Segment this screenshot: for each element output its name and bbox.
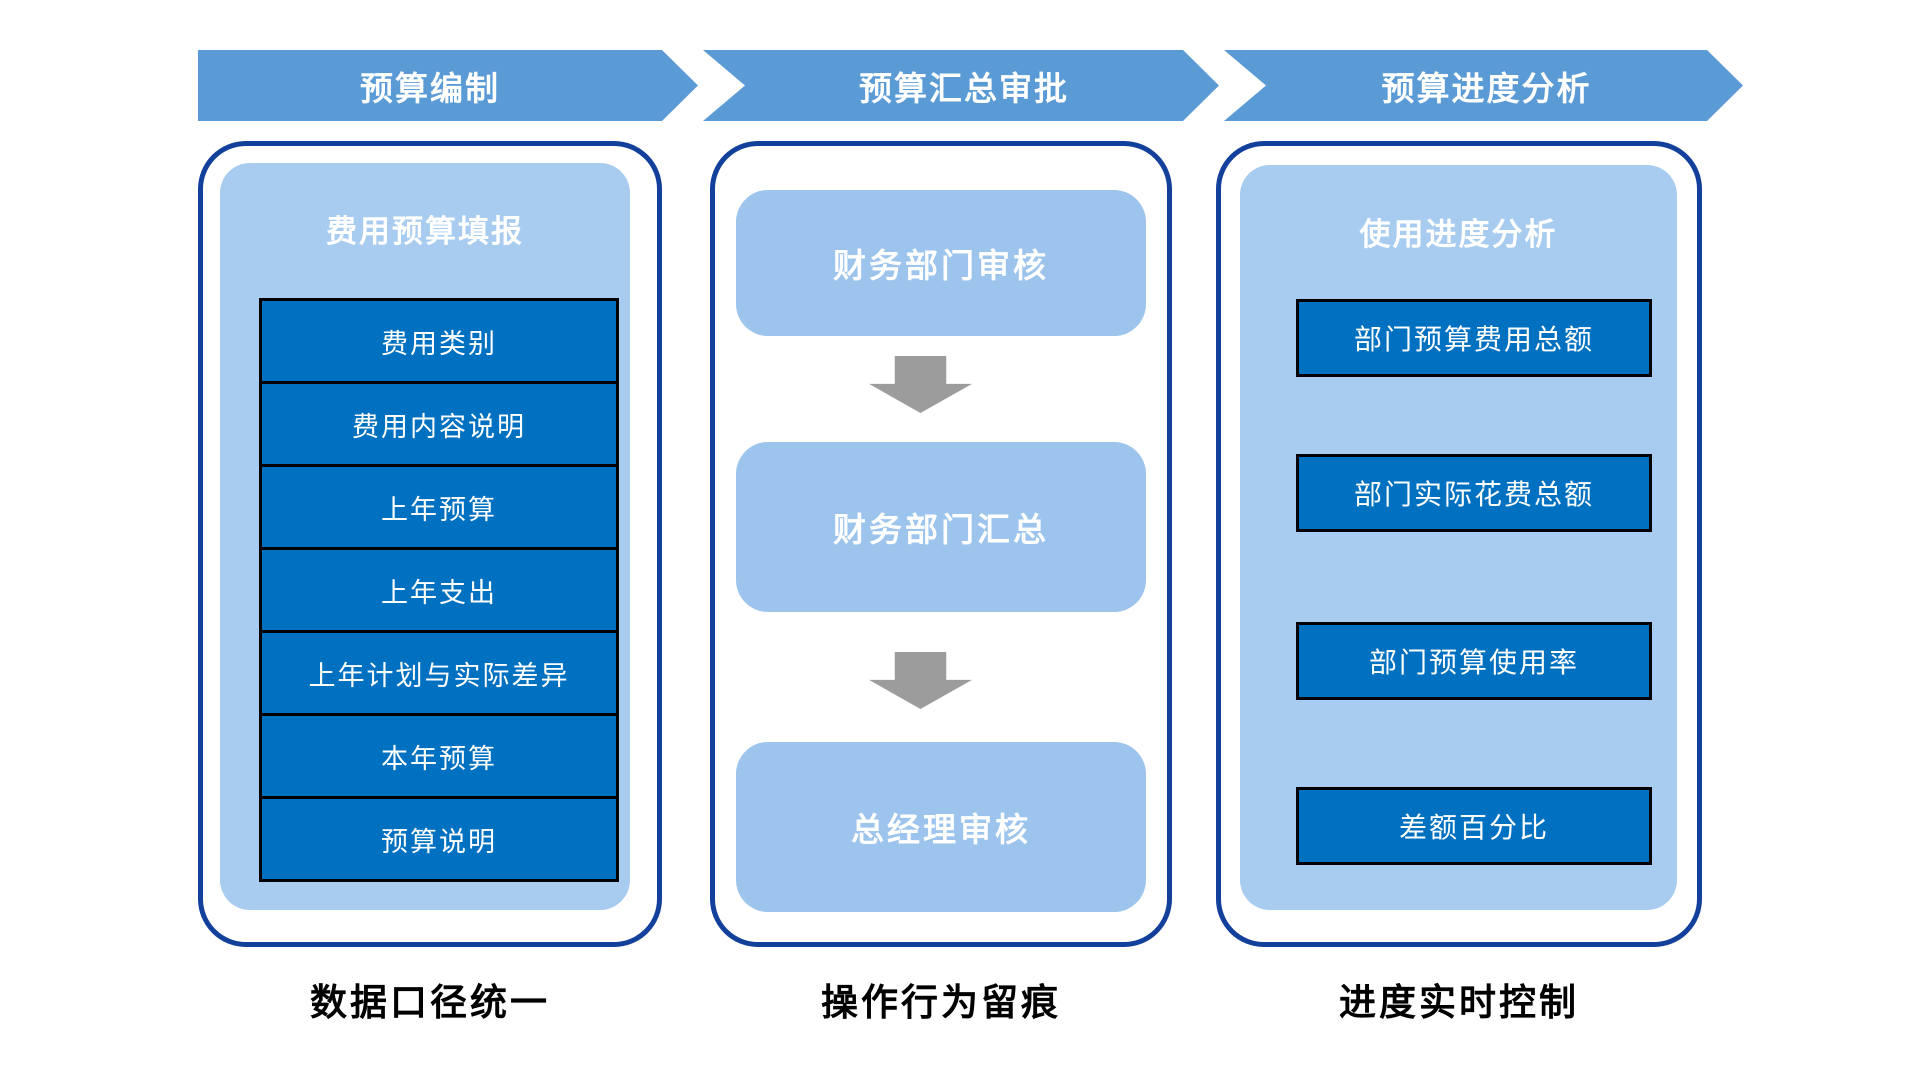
metric-box-difference-percentage: 差额百分比 xyxy=(1296,787,1652,865)
table-row: 费用内容说明 xyxy=(262,381,616,464)
down-arrow-icon xyxy=(869,356,972,413)
banner-budget-summary-approval: 预算汇总审批 xyxy=(703,50,1219,121)
table-row: 费用类别 xyxy=(381,328,497,360)
flow-step-label: 总经理审核 xyxy=(851,810,1031,849)
flow-step-label: 财务部门汇总 xyxy=(833,510,1049,549)
table-row: 上年计划与实际差异 xyxy=(262,630,616,713)
down-arrow-icon xyxy=(869,652,972,709)
flow-step-label: 财务部门审核 xyxy=(833,246,1049,285)
table-row: 上年预算 xyxy=(262,464,616,547)
flow-step-finance-review: 财务部门审核 xyxy=(736,190,1146,336)
column-frame-budget-preparation: 费用预算填报 费用类别 费用内容说明 上年预算 上年支出 上年计划与实际差异 本… xyxy=(198,141,662,947)
column-frame-progress-analysis: 使用进度分析 部门预算费用总额 部门实际花费总额 部门预算使用率 差额百分比 xyxy=(1216,141,1702,947)
flow-step-general-manager-review: 总经理审核 xyxy=(736,742,1146,912)
panel-title: 使用进度分析 xyxy=(1359,217,1558,253)
metric-box-department-budget-total: 部门预算费用总额 xyxy=(1296,299,1652,377)
panel-expense-budget-filling: 费用预算填报 费用类别 费用内容说明 上年预算 上年支出 上年计划与实际差异 本… xyxy=(220,163,630,910)
table-row: 上年支出 xyxy=(262,547,616,630)
panel-usage-progress-analysis: 使用进度分析 部门预算费用总额 部门实际花费总额 部门预算使用率 差额百分比 xyxy=(1240,165,1677,910)
banner-label: 预算编制 xyxy=(360,68,500,108)
caption-unified-data-caliber: 数据口径统一 xyxy=(310,981,550,1024)
budget-fields-table: 费用类别 费用内容说明 上年预算 上年支出 上年计划与实际差异 本年预算 预算说… xyxy=(259,298,619,882)
table-row: 预算说明 xyxy=(262,796,616,879)
flow-step-finance-summary: 财务部门汇总 xyxy=(736,442,1146,612)
caption-realtime-progress-control: 进度实时控制 xyxy=(1339,981,1579,1024)
metric-box-department-actual-spend-total: 部门实际花费总额 xyxy=(1296,454,1652,532)
banner-label: 预算进度分析 xyxy=(1381,68,1592,108)
metric-box-department-budget-usage-rate: 部门预算使用率 xyxy=(1296,622,1652,700)
panel-title: 费用预算填报 xyxy=(326,214,524,250)
caption-operation-audit-trail: 操作行为留痕 xyxy=(821,981,1061,1024)
column-frame-summary-approval: 财务部门审核 财务部门汇总 总经理审核 xyxy=(710,141,1172,947)
banner-label: 预算汇总审批 xyxy=(859,68,1069,108)
table-row: 本年预算 xyxy=(262,713,616,796)
banner-budget-preparation: 预算编制 xyxy=(198,50,698,121)
banner-budget-progress-analysis: 预算进度分析 xyxy=(1224,50,1743,121)
